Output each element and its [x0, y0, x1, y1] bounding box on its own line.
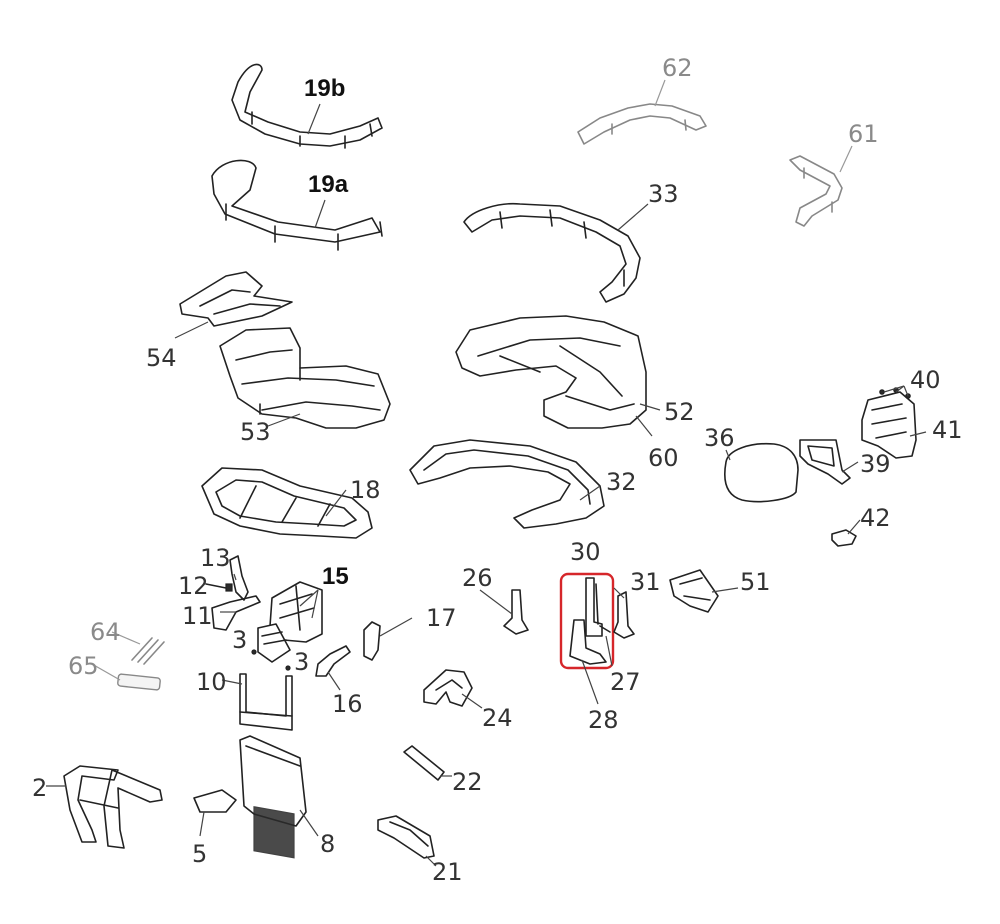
label-21: 21 — [432, 858, 463, 886]
label-11: 11 — [182, 602, 213, 630]
label-12: 12 — [178, 572, 209, 600]
label-28: 28 — [588, 706, 619, 734]
leader-lines — [46, 79, 927, 867]
label-64: 64 — [90, 618, 121, 646]
label-39: 39 — [860, 450, 891, 478]
part-53-front-cargo-box[interactable] — [219, 327, 391, 429]
part-42-bracket[interactable] — [831, 529, 857, 547]
highlight-box — [559, 572, 615, 670]
part-11-bracket[interactable] — [211, 595, 261, 631]
part-33-rear-rail[interactable] — [463, 202, 641, 303]
label-13: 13 — [200, 544, 231, 572]
label-3a: 3 — [232, 626, 247, 654]
part-65-strip[interactable] — [117, 673, 161, 691]
label-53: 53 — [240, 418, 271, 446]
part-19a-front-rail[interactable] — [211, 159, 383, 251]
part-17-bracket[interactable] — [363, 621, 381, 661]
label-36: 36 — [704, 424, 735, 452]
label-52: 52 — [664, 398, 695, 426]
part-19b-front-rail[interactable] — [231, 63, 383, 149]
label-17: 17 — [426, 604, 457, 632]
part-12-bolt[interactable] — [205, 583, 233, 592]
label-33: 33 — [648, 180, 679, 208]
label-41: 41 — [932, 416, 963, 444]
part-28-bracket[interactable] — [569, 619, 607, 665]
part-8-radiator-frame[interactable] — [239, 735, 307, 859]
label-24: 24 — [482, 704, 513, 732]
label-26: 26 — [462, 564, 493, 592]
label-10: 10 — [196, 668, 227, 696]
part-13-bracket[interactable] — [229, 555, 249, 601]
part-2-front-bumper[interactable] — [63, 765, 163, 849]
part-18-front-frame[interactable] — [201, 467, 373, 539]
part-3-insert[interactable] — [251, 623, 291, 671]
part-62-rear-rail[interactable] — [577, 103, 707, 145]
label-61: 61 — [848, 120, 879, 148]
label-5: 5 — [192, 840, 207, 868]
part-27-bolt[interactable] — [599, 625, 611, 633]
label-42: 42 — [860, 504, 891, 532]
part-39-backrest-bracket[interactable] — [799, 439, 851, 485]
label-3b: 3 — [294, 648, 309, 676]
part-26-bracket[interactable] — [503, 589, 529, 635]
label-54: 54 — [146, 344, 177, 372]
label-32: 32 — [606, 468, 637, 496]
part-24-skid[interactable] — [423, 669, 473, 707]
callout-labels: 19b 19a 62 61 33 54 53 52 60 40 41 36 39… — [32, 54, 963, 886]
part-54-front-tray[interactable] — [179, 271, 293, 327]
part-5-plate[interactable] — [193, 789, 237, 813]
part-30-bracket[interactable] — [585, 577, 603, 637]
label-31: 31 — [630, 568, 661, 596]
part-31-bracket[interactable] — [613, 591, 635, 639]
part-41-backrest[interactable] — [861, 387, 917, 459]
label-2: 2 — [32, 774, 47, 802]
part-32-rear-frame[interactable] — [409, 439, 605, 529]
label-22: 22 — [452, 768, 483, 796]
label-40: 40 — [910, 366, 941, 394]
label-27: 27 — [610, 668, 641, 696]
label-19a: 19a — [308, 171, 349, 198]
label-51: 51 — [740, 568, 771, 596]
label-19b: 19b — [304, 75, 345, 102]
label-60: 60 — [648, 444, 679, 472]
label-15: 15 — [322, 563, 349, 590]
label-18: 18 — [350, 476, 381, 504]
label-65: 65 — [68, 652, 99, 680]
part-51-plate[interactable] — [669, 569, 719, 613]
label-62: 62 — [662, 54, 693, 82]
label-16: 16 — [332, 690, 363, 718]
part-36-backrest-pad[interactable] — [724, 442, 799, 503]
label-30: 30 — [570, 538, 601, 566]
label-8: 8 — [320, 830, 335, 858]
part-10-frame[interactable] — [239, 673, 293, 731]
part-22-plate[interactable] — [403, 745, 445, 781]
part-16-bracket[interactable] — [315, 645, 351, 677]
part-52-rear-cargo-box[interactable] — [455, 315, 647, 429]
part-61-side-rail[interactable] — [789, 155, 843, 227]
part-64-pins[interactable] — [131, 637, 165, 665]
part-21-rail[interactable] — [377, 815, 435, 859]
